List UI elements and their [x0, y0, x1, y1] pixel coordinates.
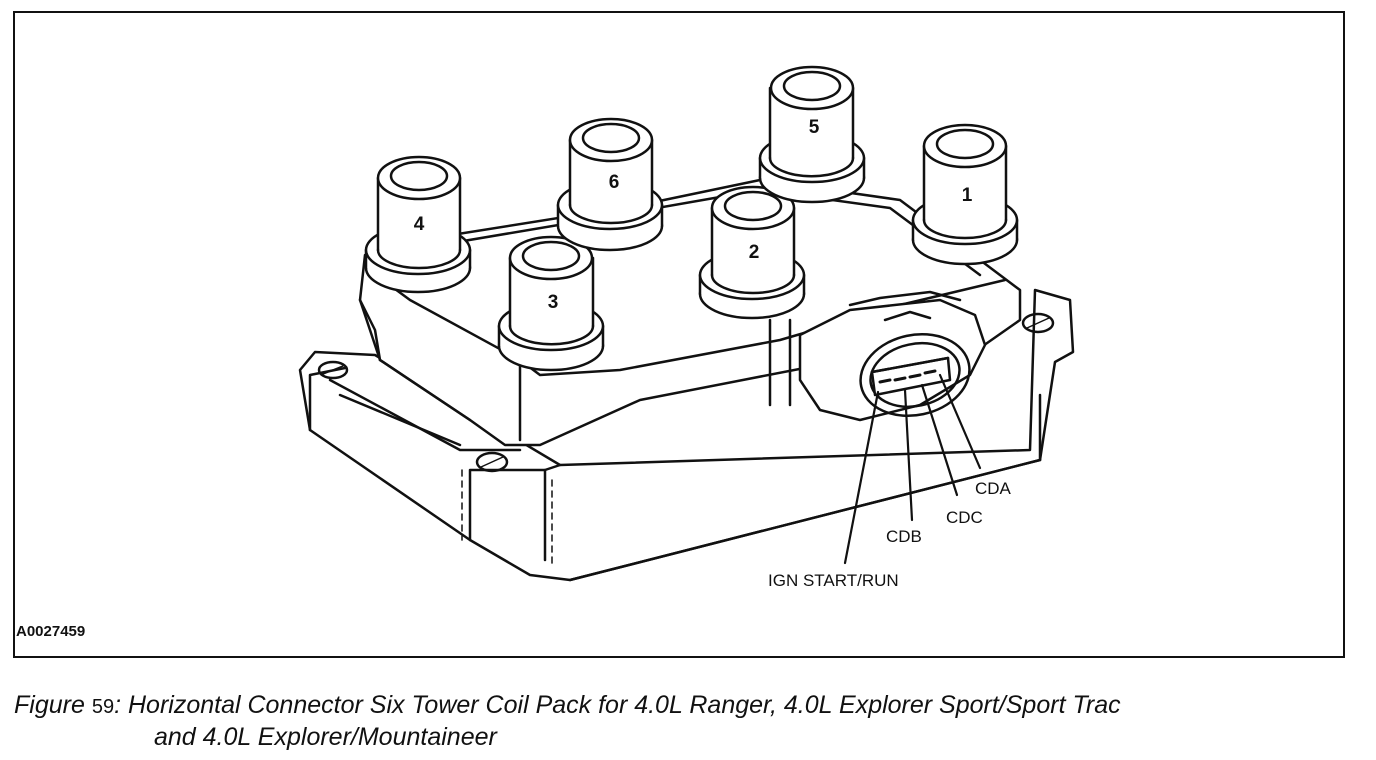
tower-label-2: 2	[749, 242, 760, 263]
figure-id: A0027459	[16, 623, 86, 640]
tower-label-5: 5	[809, 117, 820, 138]
pin-label-cda: CDA	[975, 479, 1012, 498]
caption-prefix: Figure	[14, 691, 85, 719]
caption-separator: :	[114, 691, 122, 719]
tower-5	[758, 65, 866, 204]
tower-4	[364, 155, 472, 294]
caption-number: 59	[91, 696, 115, 718]
caption-line1: Horizontal Connector Six Tower Coil Pack…	[127, 691, 1121, 719]
pin-label-ign: IGN START/RUN	[768, 571, 899, 590]
caption-line2: and 4.0L Explorer/Mountaineer	[154, 723, 497, 751]
tower-label-4: 4	[414, 214, 425, 235]
tower-label-1: 1	[962, 185, 973, 206]
pin-leaders	[843, 373, 982, 565]
pin-label-cdc: CDC	[946, 508, 983, 527]
mounting-hole-left-rear	[317, 360, 349, 380]
figure-caption: Figure 59: Horizontal Connector Six Towe…	[14, 690, 1121, 752]
tower-6	[556, 117, 664, 252]
tower-1	[911, 123, 1019, 266]
mounting-hole-left-front	[475, 451, 509, 473]
tower-label-6: 6	[609, 172, 620, 193]
coil-base	[298, 288, 1075, 582]
mounting-hole-right	[1021, 312, 1055, 334]
electrical-connector	[798, 290, 987, 422]
pin-label-cdb: CDB	[886, 527, 922, 546]
tower-2	[698, 185, 806, 320]
tower-3	[497, 235, 605, 372]
tower-label-3: 3	[548, 292, 559, 313]
